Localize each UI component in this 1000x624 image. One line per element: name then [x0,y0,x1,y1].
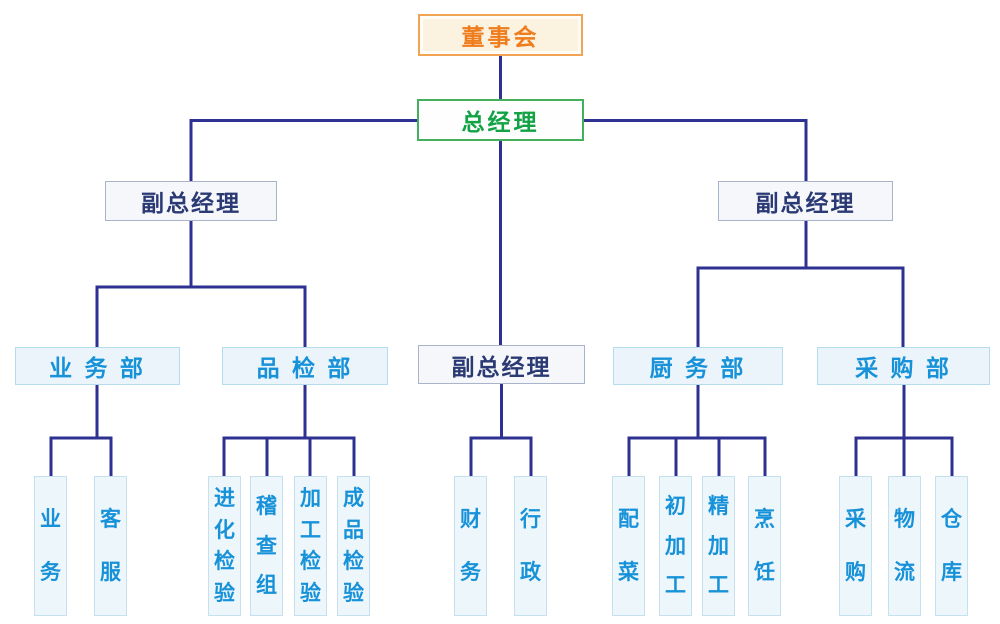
connector-biz-leaves [49,385,113,476]
connector-gm-dgm-left [189,119,417,181]
node-business-dept: 业 务 部 [15,347,180,385]
node-deputy-gm-middle: 副总经理 [418,345,585,384]
connector-gm-dgm-right [584,119,808,181]
node-board-of-directors: 董事会 [418,14,583,56]
node-leaf-side-dishes: 配菜 [612,476,645,616]
connector-kitchen-leaves [627,385,767,476]
connector-qc-leaves [222,385,356,476]
node-leaf-fine-processing: 精加工 [702,476,735,616]
node-leaf-incoming-inspection: 进化检验 [208,476,241,616]
connector-dgmleft-depts [95,221,307,347]
node-leaf-audit-group: 稽查组 [250,476,283,616]
node-purchasing-dept: 采 购 部 [817,347,990,385]
node-quality-inspection-dept: 品 检 部 [222,347,388,385]
node-leaf-customer-service: 客服 [94,476,127,616]
node-leaf-purchasing: 采购 [839,476,872,616]
node-leaf-cooking: 烹饪 [748,476,781,616]
node-leaf-rough-processing: 初加工 [659,476,692,616]
node-leaf-product-inspection: 成品检验 [337,476,370,616]
connector-dgmright-depts [696,221,905,347]
connector-purch-leaves [854,385,954,476]
node-leaf-business: 业务 [34,476,67,616]
node-leaf-warehouse: 仓库 [935,476,968,616]
node-leaf-logistics: 物流 [888,476,921,616]
node-deputy-gm-right: 副总经理 [718,181,893,221]
connector-dgmmid-leaves [469,384,533,476]
node-general-manager: 总经理 [417,99,584,141]
node-leaf-administration: 行政 [514,476,547,616]
node-deputy-gm-left: 副总经理 [105,181,277,221]
node-leaf-finance: 财务 [454,476,487,616]
node-kitchen-dept: 厨 务 部 [613,347,783,385]
node-leaf-process-inspection: 加工检验 [294,476,327,616]
